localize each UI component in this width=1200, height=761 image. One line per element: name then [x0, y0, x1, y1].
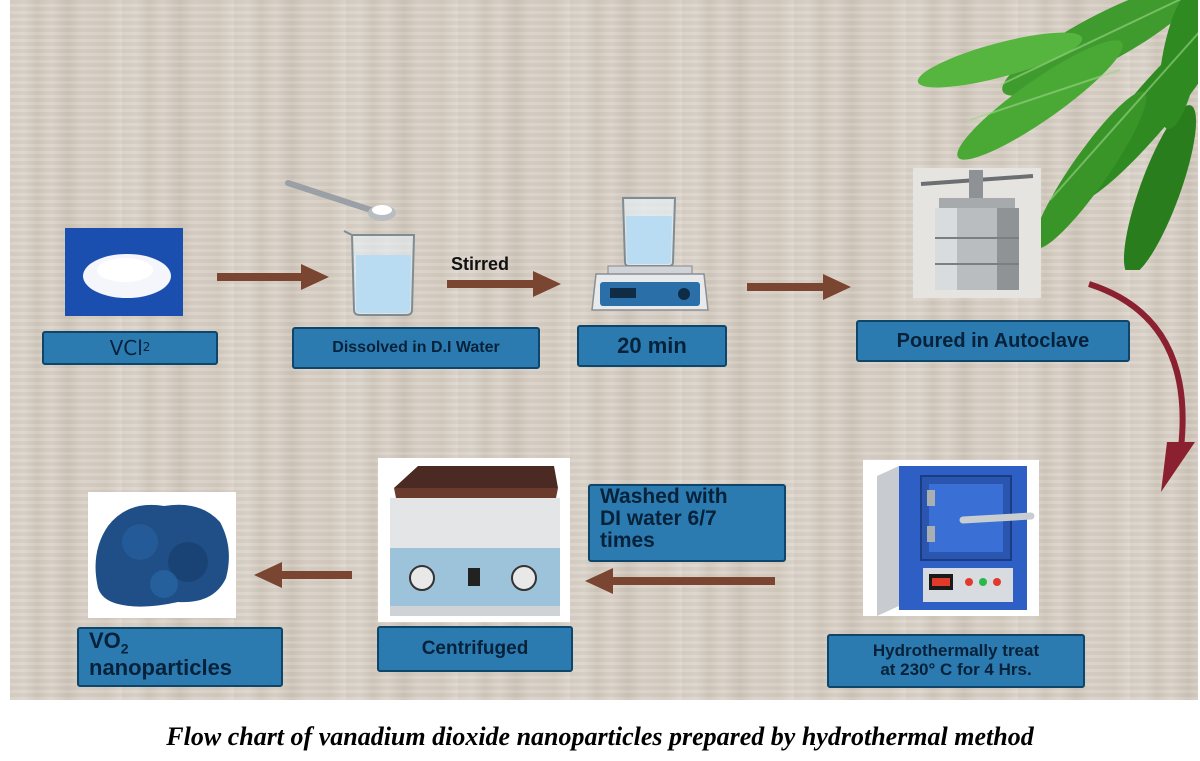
vcl2-powder-photo: [65, 228, 183, 316]
hydrothermal-label: Hydrothermally treat at 230° C for 4 Hrs…: [827, 634, 1085, 688]
vo2-powder-photo: [88, 492, 236, 618]
arrow-to-centrifuge: [585, 568, 775, 594]
stirred-label: Stirred: [451, 254, 509, 275]
autoclave-photo: [913, 168, 1041, 298]
time-label: 20 min: [577, 325, 727, 367]
vcl2-main: VCl: [110, 337, 143, 359]
washed-line2: DI water 6/7: [600, 508, 717, 530]
dissolved-label: Dissolved in D.I Water: [292, 327, 540, 369]
autoclave-label: Poured in Autoclave: [856, 320, 1130, 362]
vo2-subscript: 2: [121, 640, 129, 656]
vo2-main: VO: [89, 628, 121, 653]
vo2-line2: nanoparticles: [89, 656, 232, 679]
beaker-spoon-illustration: [282, 175, 422, 320]
washed-line3: times: [600, 530, 655, 552]
washed-line1: Washed with: [600, 486, 728, 508]
vo2-label: VO2 nanoparticles: [77, 627, 283, 687]
hydro-line1: Hydrothermally treat: [873, 642, 1039, 661]
arrow-curve-to-furnace: [1085, 278, 1198, 498]
arrow-to-vo2: [254, 562, 352, 588]
centrifuged-label: Centrifuged: [377, 626, 573, 672]
arrow-to-autoclave: [747, 274, 851, 300]
centrifuge-photo: [378, 458, 570, 622]
washed-label: Washed with DI water 6/7 times: [588, 484, 786, 562]
figure-caption: Flow chart of vanadium dioxide nanoparti…: [0, 722, 1200, 752]
hydro-line2: at 230° C for 4 Hrs.: [880, 661, 1031, 680]
furnace-photo: [863, 460, 1039, 616]
vcl2-subscript: 2: [143, 341, 151, 354]
vo2-line1: VO2: [89, 629, 129, 656]
arrow-vcl-to-dissolve: [217, 264, 329, 290]
magnetic-stirrer-illustration: [588, 192, 712, 314]
